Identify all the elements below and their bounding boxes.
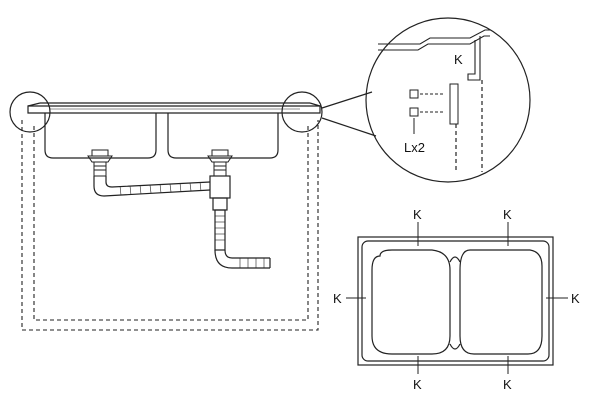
left-bowl: [44, 113, 157, 159]
clip-markers: [346, 222, 568, 374]
sink-side-view: [9, 91, 377, 331]
magnifier-circle: [365, 17, 531, 183]
sink-top-view: [346, 222, 568, 374]
clip-label: K: [454, 52, 463, 67]
cabinet-outline: [21, 120, 319, 331]
clip-detail-view: [365, 17, 531, 183]
clip-label-right: K: [571, 291, 580, 306]
trap-assembly: [209, 175, 271, 269]
clip-label-left: K: [333, 291, 342, 306]
screws: [409, 89, 445, 134]
sink-frame-outer: [357, 236, 554, 366]
clip-label-bottom-left: K: [413, 377, 422, 392]
top-right-bowl: [459, 249, 543, 355]
right-detail-marker: [281, 91, 323, 133]
left-detail-marker: [9, 91, 51, 133]
clip-label-top-left: K: [413, 207, 422, 222]
right-drain: [207, 149, 233, 177]
clip-label-top-right: K: [503, 207, 512, 222]
clip-bracket: [467, 36, 481, 81]
screw-count-label: Lx2: [404, 140, 425, 155]
clip-label-bottom-right: K: [503, 377, 512, 392]
connecting-hose: [93, 176, 211, 197]
left-drain: [87, 149, 113, 177]
right-bowl: [167, 113, 279, 159]
sink-frame-inner: [361, 240, 550, 362]
top-left-bowl: [371, 249, 451, 355]
sink-rim: [27, 105, 321, 114]
